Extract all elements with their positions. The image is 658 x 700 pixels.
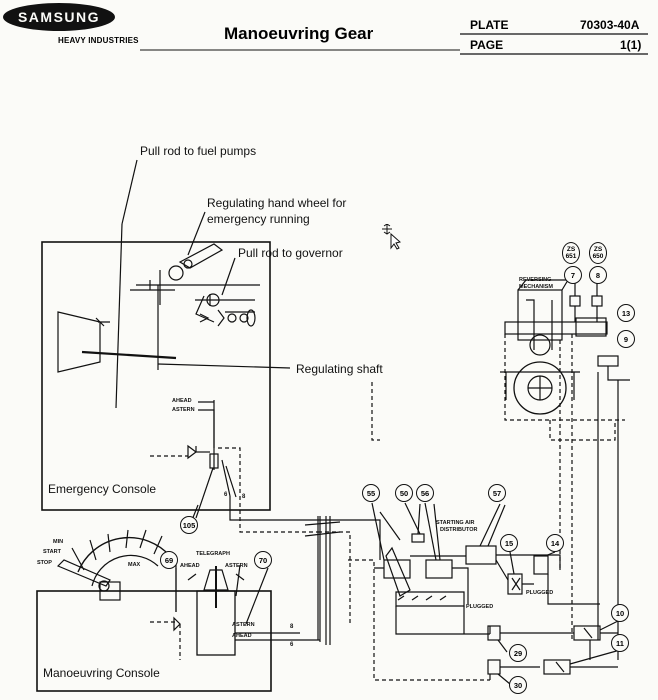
callout-7: 7 xyxy=(564,266,582,284)
page-label: PAGE xyxy=(470,38,504,52)
callout-105: 105 xyxy=(180,516,198,534)
callout-55: 55 xyxy=(362,484,380,502)
callout-8: 8 xyxy=(589,266,607,284)
callout-56: 56 xyxy=(416,484,434,502)
label-astern-telegraph: ASTERN xyxy=(225,563,248,569)
plate-label: PLATE xyxy=(470,18,509,32)
callout-50: 50 xyxy=(395,484,413,502)
callout-14: 14 xyxy=(546,534,564,552)
label-hand-wheel-2: emergency running xyxy=(207,212,310,226)
callout-15: 15 xyxy=(500,534,518,552)
callout-13: 13 xyxy=(617,304,635,322)
label-ahead-emergency: AHEAD xyxy=(172,398,192,404)
label-regulating-shaft: Regulating shaft xyxy=(296,362,383,376)
label-stop: STOP xyxy=(37,560,52,566)
callout-57: 57 xyxy=(488,484,506,502)
label-line-6a: 6 xyxy=(224,492,228,498)
label-pull-rod-fuel: Pull rod to fuel pumps xyxy=(140,144,257,158)
label-distributor: DISTRIBUTOR xyxy=(440,527,478,533)
label-astern-console: ASTERN xyxy=(232,622,255,628)
label-mechanism: MECHANISM xyxy=(519,284,553,290)
division-label: HEAVY INDUSTRIES xyxy=(58,36,139,45)
label-reversing: REVERSING xyxy=(519,277,552,283)
label-min: MIN xyxy=(53,539,64,545)
label-plugged-left: PLUGGED xyxy=(466,604,494,610)
label-hand-wheel: Regulating hand wheel for xyxy=(207,196,347,210)
label-line-8b: 8 xyxy=(290,624,294,630)
manoeuvring-console-box xyxy=(36,590,272,692)
brand-text: SAMSUNG xyxy=(18,9,100,25)
callout-70: 70 xyxy=(254,551,272,569)
callout-30: 30 xyxy=(509,676,527,694)
label-line-8a: 8 xyxy=(242,494,246,500)
callout-69: 69 xyxy=(160,551,178,569)
label-telegraph: TELEGRAPH xyxy=(196,551,230,557)
label-start: START xyxy=(43,549,61,555)
zs650-bubble: ZS 650 xyxy=(589,242,607,264)
label-emergency-console: Emergency Console xyxy=(48,482,157,496)
label-ahead-telegraph: AHEAD xyxy=(180,563,200,569)
label-starting-air: STARTING AIR xyxy=(436,520,475,526)
label-max: MAX xyxy=(128,562,141,568)
callout-10: 10 xyxy=(611,604,629,622)
label-astern-emergency: ASTERN xyxy=(172,407,195,413)
callout-11: 11 xyxy=(611,634,629,652)
label-plugged-right: PLUGGED xyxy=(526,590,554,596)
page-value: 1(1) xyxy=(620,38,642,52)
emergency-console-box xyxy=(41,241,271,511)
zs651-bubble: ZS 651 xyxy=(562,242,580,264)
move-cursor-icon xyxy=(381,223,402,253)
callout-9: 9 xyxy=(617,330,635,348)
samsung-logo: SAMSUNG xyxy=(2,2,116,32)
label-pull-rod-governor: Pull rod to governor xyxy=(238,246,343,260)
callout-29: 29 xyxy=(509,644,527,662)
plate-value: 70303-40A xyxy=(580,18,640,32)
label-line-6b: 6 xyxy=(290,642,294,648)
label-manoeuvring-console: Manoeuvring Console xyxy=(43,666,160,680)
label-ahead-console: AHEAD xyxy=(232,633,252,639)
page-title: Manoeuvring Gear xyxy=(224,24,374,43)
